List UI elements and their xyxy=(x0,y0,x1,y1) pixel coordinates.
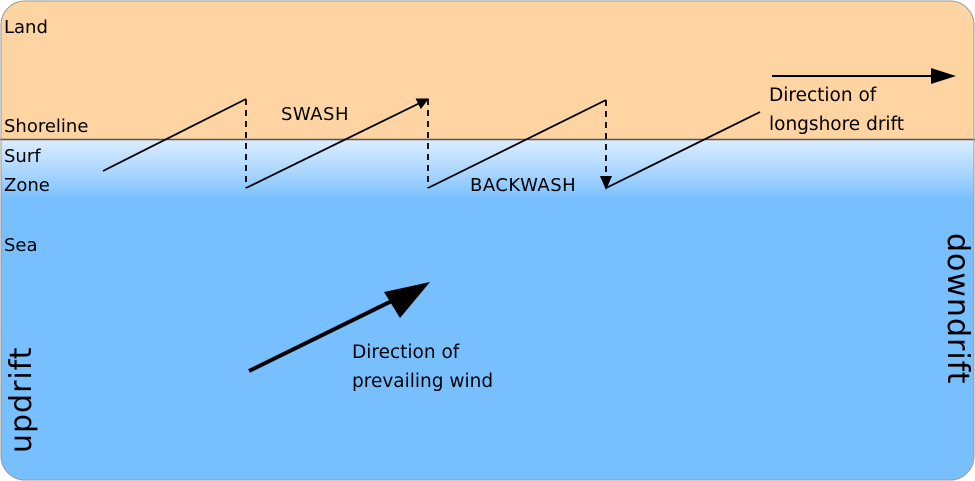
surf-label: Surf xyxy=(4,146,41,167)
swash-line-1 xyxy=(102,98,247,172)
swash-line-2 xyxy=(245,98,429,189)
longshore-drift-arrowhead xyxy=(931,68,956,84)
longshore-drift-label-line1: Direction of xyxy=(769,85,877,106)
backwash-arrowhead xyxy=(600,176,612,190)
backwash-label: BACKWASH xyxy=(470,175,576,196)
zone-label: Zone xyxy=(4,175,50,196)
downdrift-label: downdrift xyxy=(940,233,975,384)
backwash-paths xyxy=(245,99,607,188)
swash-line-3 xyxy=(427,99,607,189)
swash-paths xyxy=(102,98,761,189)
swash-line-4 xyxy=(605,111,761,189)
land-label: Land xyxy=(4,17,48,38)
wind-label-line2: prevailing wind xyxy=(352,371,493,392)
longshore-drift-label-line2: longshore drift xyxy=(769,114,904,135)
sea-area xyxy=(1,200,974,480)
wind-label-line1: Direction of xyxy=(352,342,460,363)
wind-arrow-shaft xyxy=(248,290,411,373)
surf-zone-area xyxy=(1,140,974,200)
swash-label: SWASH xyxy=(281,104,349,125)
sea-label: Sea xyxy=(4,235,38,256)
updrift-label: updrift xyxy=(4,346,39,453)
wind-arrowhead xyxy=(384,282,430,318)
land-area xyxy=(1,1,974,140)
shoreline-label: Shoreline xyxy=(4,116,88,137)
